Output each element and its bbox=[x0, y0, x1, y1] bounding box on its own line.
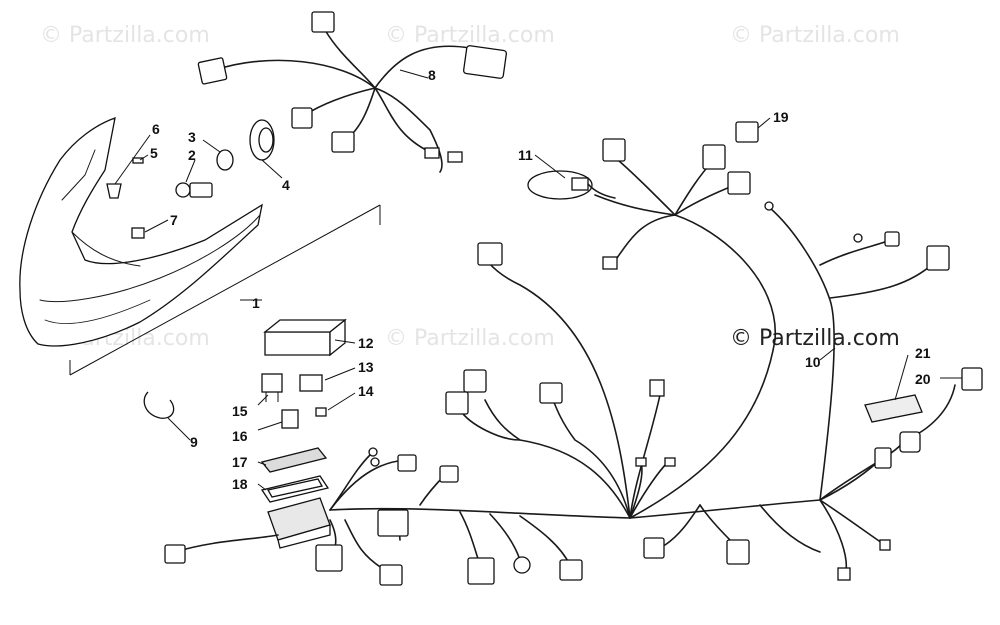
leader-14 bbox=[327, 392, 356, 411]
leader-6 bbox=[114, 134, 151, 185]
fuse-block bbox=[267, 497, 331, 549]
callout-8[interactable]: 8 bbox=[428, 67, 436, 83]
watermark-center-right: © Partzilla.com bbox=[730, 326, 900, 351]
callout-6[interactable]: 6 bbox=[152, 121, 160, 137]
relay-small bbox=[299, 374, 323, 392]
callout-19[interactable]: 19 bbox=[773, 109, 789, 125]
watermark-top-left: © Partzilla.com bbox=[40, 23, 210, 48]
callout-7[interactable]: 7 bbox=[170, 212, 178, 228]
relay-box bbox=[263, 318, 347, 357]
leader-10 bbox=[819, 347, 836, 361]
relay-mini bbox=[281, 409, 299, 429]
relay-medium bbox=[261, 373, 283, 402]
callout-9[interactable]: 9 bbox=[190, 434, 198, 450]
headlight-harness bbox=[197, 11, 508, 173]
callout-16[interactable]: 16 bbox=[232, 428, 248, 444]
callout-14[interactable]: 14 bbox=[358, 383, 374, 399]
leader-2 bbox=[185, 159, 196, 183]
callout-1[interactable]: 1 bbox=[252, 295, 260, 311]
leader-15 bbox=[257, 394, 269, 406]
connector-19 bbox=[735, 121, 759, 143]
callout-15[interactable]: 15 bbox=[232, 403, 248, 419]
bulb-retainer-ring bbox=[216, 149, 234, 171]
leader-19 bbox=[757, 117, 771, 129]
callout-3[interactable]: 3 bbox=[188, 129, 196, 145]
label-sheet bbox=[864, 394, 923, 423]
callout-21[interactable]: 21 bbox=[915, 345, 931, 361]
callout-12[interactable]: 12 bbox=[358, 335, 374, 351]
leader-9 bbox=[167, 417, 191, 441]
callout-18[interactable]: 18 bbox=[232, 476, 248, 492]
headlight-housing bbox=[19, 117, 263, 347]
callout-10[interactable]: 10 bbox=[805, 354, 821, 370]
fuse-clip bbox=[315, 407, 327, 417]
callout-20[interactable]: 20 bbox=[915, 371, 931, 387]
ground-lead bbox=[527, 170, 616, 200]
hose-clamp bbox=[143, 391, 175, 419]
callout-17[interactable]: 17 bbox=[232, 454, 248, 470]
callout-13[interactable]: 13 bbox=[358, 359, 374, 375]
leader-4 bbox=[261, 159, 283, 179]
fuse-cover-gasket bbox=[260, 447, 328, 473]
leader-7 bbox=[144, 219, 169, 233]
headlight-bracket-outline bbox=[69, 204, 381, 376]
leader-13 bbox=[324, 367, 356, 381]
callout-2[interactable]: 2 bbox=[188, 147, 196, 163]
leader-3 bbox=[202, 139, 221, 153]
leader-17 bbox=[257, 461, 267, 466]
leader-11 bbox=[534, 154, 566, 179]
watermark-top-center: © Partzilla.com bbox=[385, 23, 555, 48]
watermark-mid-center: © Partzilla.com bbox=[385, 326, 555, 351]
callout-5[interactable]: 5 bbox=[150, 145, 158, 161]
leader-8 bbox=[399, 69, 429, 79]
fuse-box-seal bbox=[260, 475, 330, 503]
callout-11[interactable]: 11 bbox=[518, 147, 533, 163]
position-screw bbox=[132, 157, 144, 164]
adjuster-clip bbox=[106, 183, 122, 199]
leader-12 bbox=[334, 339, 356, 344]
leader-21 bbox=[894, 354, 909, 401]
dust-cap bbox=[249, 119, 275, 161]
position-lamp bbox=[131, 227, 145, 239]
callout-4[interactable]: 4 bbox=[282, 177, 290, 193]
leader-16 bbox=[257, 421, 283, 431]
main-wiring-harness bbox=[164, 138, 983, 586]
headlight-bulb bbox=[175, 182, 213, 198]
leader-5 bbox=[139, 154, 149, 161]
watermark-top-right: © Partzilla.com bbox=[730, 23, 900, 48]
leader-18 bbox=[257, 483, 267, 491]
